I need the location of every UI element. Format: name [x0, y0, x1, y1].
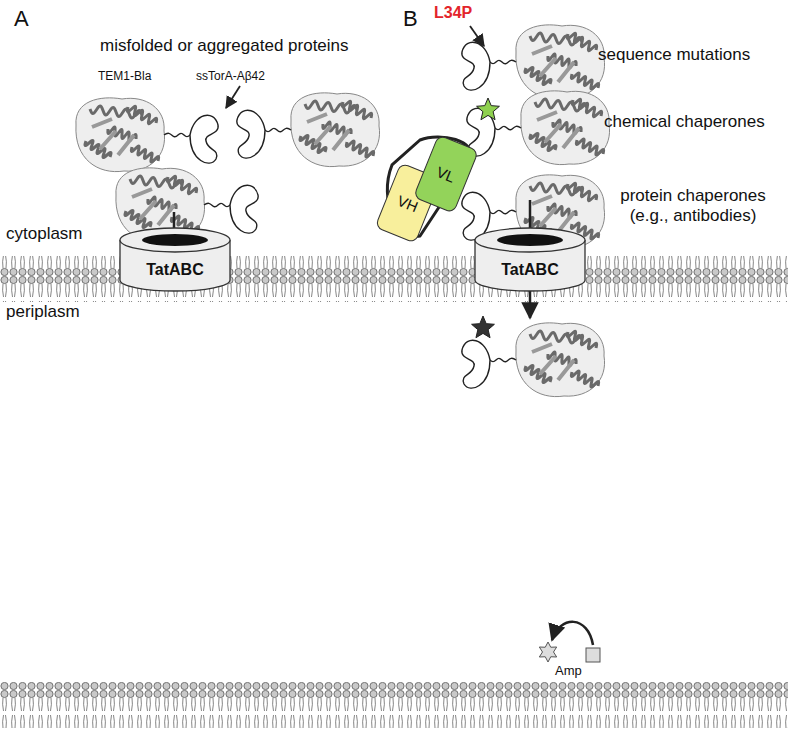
cylinder-outline: [118, 226, 232, 292]
protein-illustration: [467, 91, 610, 165]
leader-arrow: [470, 26, 484, 46]
cylinder-outline: [473, 226, 587, 292]
translocase-cylinder: TatABC: [118, 226, 232, 292]
node-label: TatABC: [146, 261, 203, 279]
compartment-label: periplasm: [6, 302, 80, 322]
translocation-arrow: [529, 290, 532, 318]
protein-illustration: [237, 93, 380, 167]
star-symbol: [477, 98, 500, 120]
annotation: misfolded or aggregated proteins: [100, 36, 349, 56]
leader-arrow: [226, 86, 240, 108]
part-name: ssTorA-Aβ42: [196, 70, 265, 84]
reaction-arrow: [552, 622, 593, 645]
substrate-label: Amp: [555, 664, 582, 679]
panel-letter: B: [403, 6, 418, 31]
mutation-label: L34P: [434, 4, 472, 22]
protein-illustration: [76, 98, 218, 172]
translocase-cylinder: TatABC: [473, 226, 587, 292]
star-symbol: [472, 316, 495, 338]
node-label: TatABC: [501, 261, 558, 279]
annotation: sequence mutations: [598, 45, 750, 65]
annotation: protein chaperones (e.g., antibodies): [612, 186, 774, 225]
product-star: [539, 642, 556, 662]
protein-illustration: [462, 25, 605, 99]
domain-label: VL: [434, 163, 457, 186]
annotation: chemical chaperones: [604, 112, 765, 132]
compartment-label: cytoplasm: [6, 224, 83, 244]
lipid-bilayer: [0, 256, 788, 302]
substrate-square: [586, 648, 600, 662]
lipid-bilayer: [0, 682, 788, 728]
panel-letter: A: [14, 6, 29, 31]
part-name: TEM1-Bla: [98, 70, 151, 84]
